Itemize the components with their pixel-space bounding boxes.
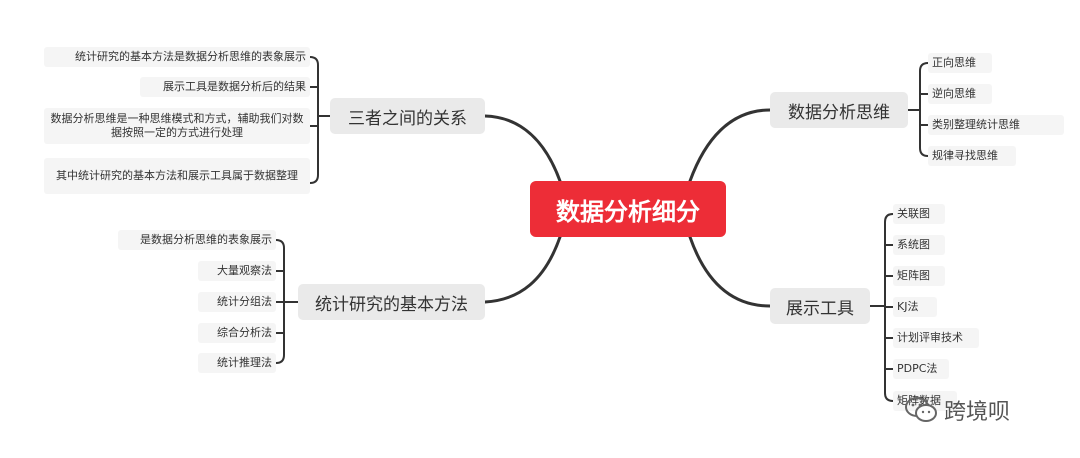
- central-topic[interactable]: 数据分析细分: [530, 181, 726, 237]
- leaf-thinking-4[interactable]: 规律寻找思维: [928, 146, 1016, 166]
- leaf-methods-5[interactable]: 统计推理法: [198, 353, 276, 373]
- leaf-thinking-1[interactable]: 正向思维: [928, 53, 992, 73]
- watermark-text: 跨境呗: [944, 400, 1011, 425]
- leaf-relation-3[interactable]: 数据分析思维是一种思维模式和方式，辅助我们对数据按照一定的方式进行处理: [44, 108, 310, 144]
- link-methods: [483, 235, 562, 304]
- link-relation: [483, 114, 562, 183]
- link-relation-bracket: [309, 56, 319, 184]
- leaf-tools-2[interactable]: 系统图: [893, 235, 945, 255]
- leaf-methods-3[interactable]: 统计分组法: [198, 292, 276, 312]
- branch-tools[interactable]: 展示工具: [770, 288, 870, 324]
- leaf-relation-2[interactable]: 展示工具是数据分析后的结果: [140, 77, 310, 97]
- link-thinking: [688, 108, 772, 183]
- leaf-methods-4[interactable]: 综合分析法: [198, 323, 276, 343]
- link-tools: [688, 235, 772, 308]
- link-thinking-bracket: [919, 62, 929, 157]
- wechat-icon: [905, 397, 937, 422]
- branch-relation[interactable]: 三者之间的关系: [330, 98, 485, 134]
- leaf-tools-5[interactable]: 计划评审技术: [893, 328, 979, 348]
- leaf-tools-6[interactable]: PDPC法: [893, 359, 949, 379]
- watermark: 跨境呗: [904, 390, 1064, 430]
- leaf-relation-1[interactable]: 统计研究的基本方法是数据分析思维的表象展示: [44, 47, 310, 67]
- leaf-tools-3[interactable]: 矩阵图: [893, 266, 945, 286]
- leaf-tools-4[interactable]: KJ法: [893, 297, 937, 317]
- leaf-methods-2[interactable]: 大量观察法: [198, 261, 276, 281]
- leaf-thinking-2[interactable]: 逆向思维: [928, 84, 992, 104]
- branch-thinking[interactable]: 数据分析思维: [770, 92, 908, 128]
- leaf-tools-1[interactable]: 关联图: [893, 204, 945, 224]
- leaf-methods-1[interactable]: 是数据分析思维的表象展示: [118, 230, 276, 250]
- leaf-relation-4[interactable]: 其中统计研究的基本方法和展示工具属于数据整理: [44, 158, 310, 194]
- leaf-thinking-3[interactable]: 类别整理统计思维: [928, 115, 1064, 135]
- branch-methods[interactable]: 统计研究的基本方法: [298, 284, 485, 320]
